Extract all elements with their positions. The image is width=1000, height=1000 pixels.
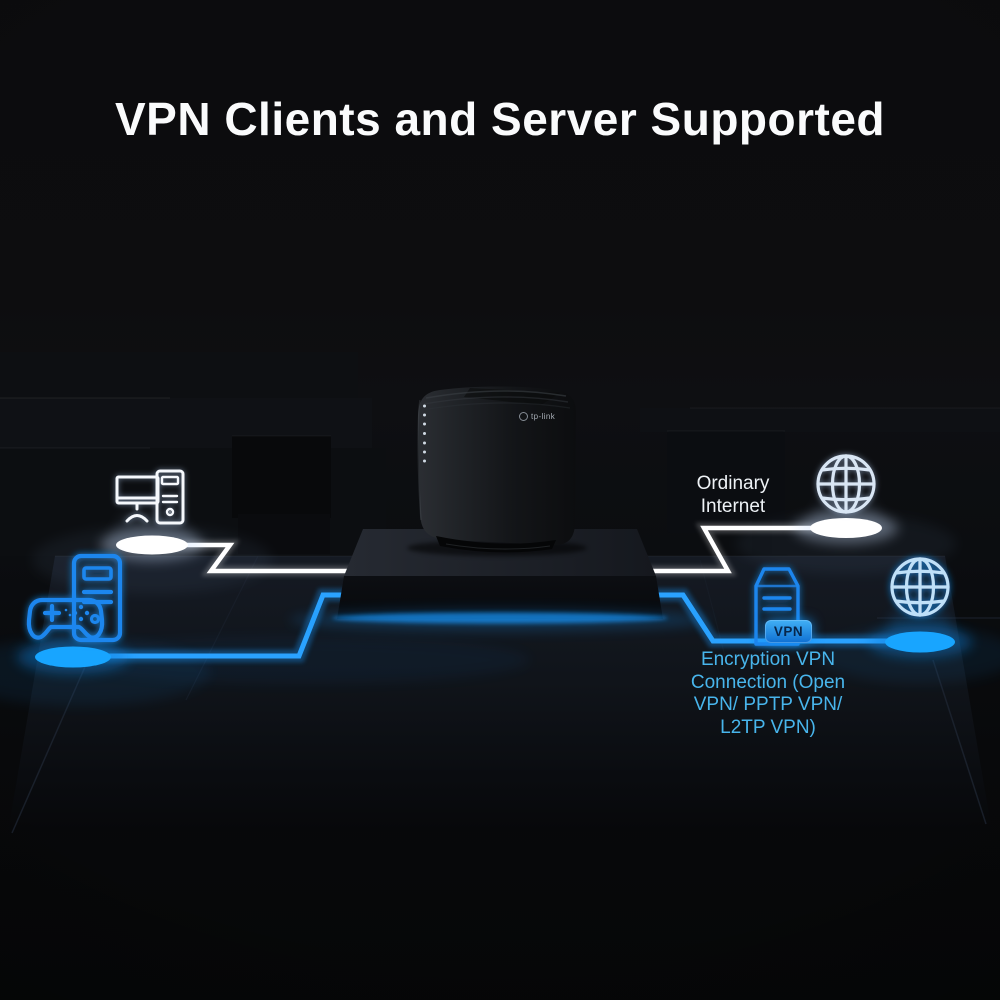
encryption-line3: VPN/ PPTP VPN/ (693, 694, 843, 716)
floor-seam (932, 659, 987, 825)
tp-link-logo-icon (519, 412, 528, 421)
ordinary-internet-line2: Internet (700, 496, 766, 517)
gamepad-icon (26, 597, 105, 640)
ordinary-internet-line1: Ordinary (696, 473, 770, 494)
encryption-vpn-label: Encryption VPN Connection (Open VPN/ PPT… (658, 649, 878, 740)
spotlights (17, 502, 972, 674)
encryption-line4: L2TP VPN) (720, 717, 816, 739)
tp-link-brand-text: tp-link (531, 412, 556, 421)
blue-spotlight (35, 646, 111, 668)
router-base (436, 536, 556, 553)
stair-band (640, 408, 1000, 432)
router-device (407, 386, 587, 556)
vpn-badge: VPN (765, 620, 812, 643)
ordinary-internet-label: Ordinary Internet (663, 472, 803, 518)
white-spotlight (116, 535, 188, 555)
white-spotlight (810, 518, 882, 538)
background-structures (0, 352, 1000, 834)
tp-link-logo: tp-link (519, 412, 555, 421)
vpn-server-icon (754, 567, 800, 646)
stair-band (0, 352, 358, 398)
encryption-line2: Connection (Open (690, 671, 846, 693)
background-box (232, 436, 331, 518)
page-title: VPN Clients and Server Supported (114, 93, 886, 145)
gaming-pc-icon (26, 553, 123, 643)
desktop-computer-icon (115, 469, 185, 525)
router-body (418, 386, 576, 546)
vpn-globe-icon (890, 557, 950, 617)
internet-globe-icon (816, 454, 876, 514)
blue-spotlight (885, 631, 955, 653)
encryption-line1: Encryption VPN (700, 649, 836, 670)
floor (8, 556, 992, 832)
router-platform (290, 529, 710, 631)
router-led-lights (423, 404, 426, 463)
